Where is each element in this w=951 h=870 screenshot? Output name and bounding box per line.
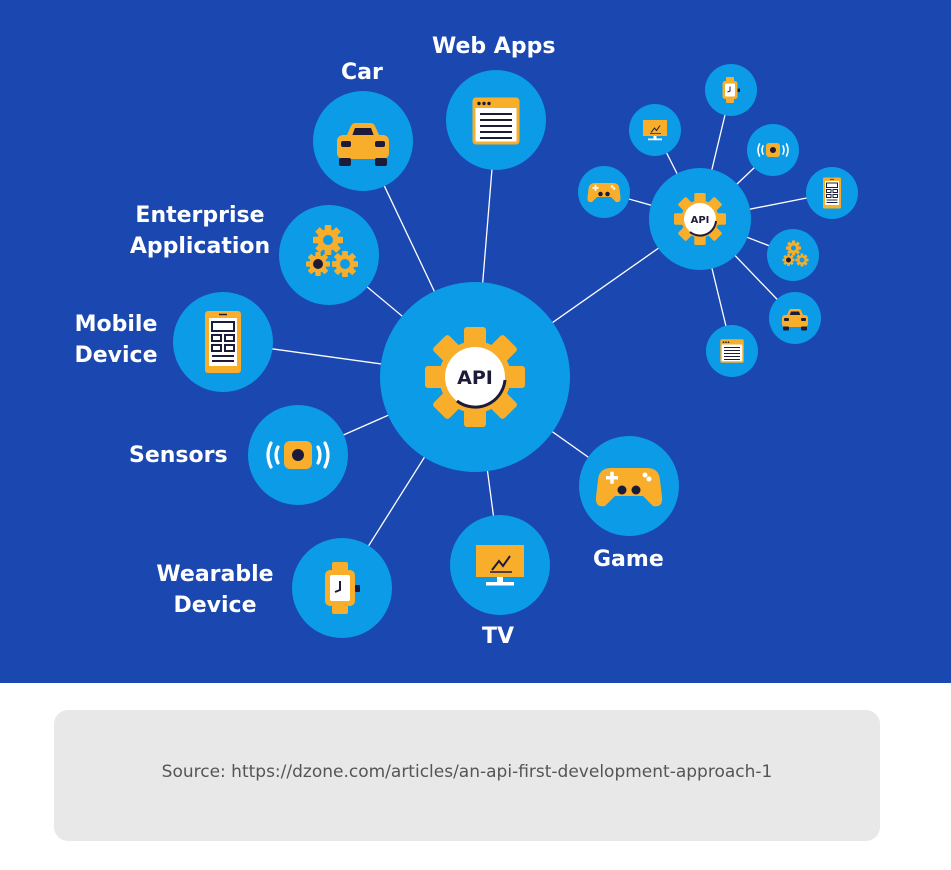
label-sensors: Sensors bbox=[129, 443, 228, 468]
satellite-web bbox=[706, 325, 758, 377]
source-caption-box: Source: https://dzone.com/articles/an-ap… bbox=[54, 710, 880, 841]
satellite-car bbox=[769, 292, 821, 344]
label-game: Game bbox=[593, 547, 664, 572]
node-enterprise-application bbox=[279, 205, 379, 305]
api-diagram: API API bbox=[173, 64, 858, 638]
diagram-panel: API API bbox=[0, 0, 951, 683]
node-sensors bbox=[248, 405, 348, 505]
node-mobile-device bbox=[173, 292, 273, 392]
satellite-tv bbox=[629, 104, 681, 156]
label-enterprise-application: Enterprise Application bbox=[126, 200, 274, 262]
secondary-hub-label: API bbox=[691, 215, 710, 226]
label-wearable-line1: Wearable bbox=[156, 562, 274, 587]
node-car bbox=[313, 91, 413, 191]
satellite-wearable bbox=[705, 64, 757, 116]
satellite-enterprise bbox=[767, 229, 819, 281]
label-mobile-line1: Mobile bbox=[74, 312, 158, 337]
label-wearable-line2: Device bbox=[173, 593, 257, 618]
node-tv bbox=[450, 515, 550, 615]
node-wearable-device bbox=[292, 538, 392, 638]
satellite-game bbox=[578, 166, 630, 218]
label-car: Car bbox=[341, 60, 383, 85]
label-mobile-line2: Device bbox=[74, 343, 158, 368]
label-enterprise-line2: Application bbox=[129, 234, 271, 259]
secondary-api-hub: API bbox=[649, 168, 751, 270]
label-web-apps: Web Apps bbox=[432, 34, 556, 59]
label-mobile-device: Mobile Device bbox=[66, 309, 166, 371]
api-hub: API bbox=[380, 282, 570, 472]
label-tv: TV bbox=[482, 624, 515, 649]
node-game bbox=[579, 436, 679, 536]
satellite-mobile bbox=[806, 167, 858, 219]
source-citation: Source: https://dzone.com/articles/an-ap… bbox=[161, 762, 773, 782]
satellite-sensor bbox=[747, 124, 799, 176]
browser-window-icon bbox=[472, 97, 520, 145]
smartphone-icon bbox=[204, 310, 242, 374]
label-enterprise-line1: Enterprise bbox=[135, 203, 265, 228]
smartphone-icon bbox=[822, 177, 842, 209]
browser-window-icon bbox=[720, 339, 744, 363]
hub-label: API bbox=[457, 367, 493, 389]
node-web-apps bbox=[446, 70, 546, 170]
label-wearable-device: Wearable Device bbox=[150, 559, 280, 621]
